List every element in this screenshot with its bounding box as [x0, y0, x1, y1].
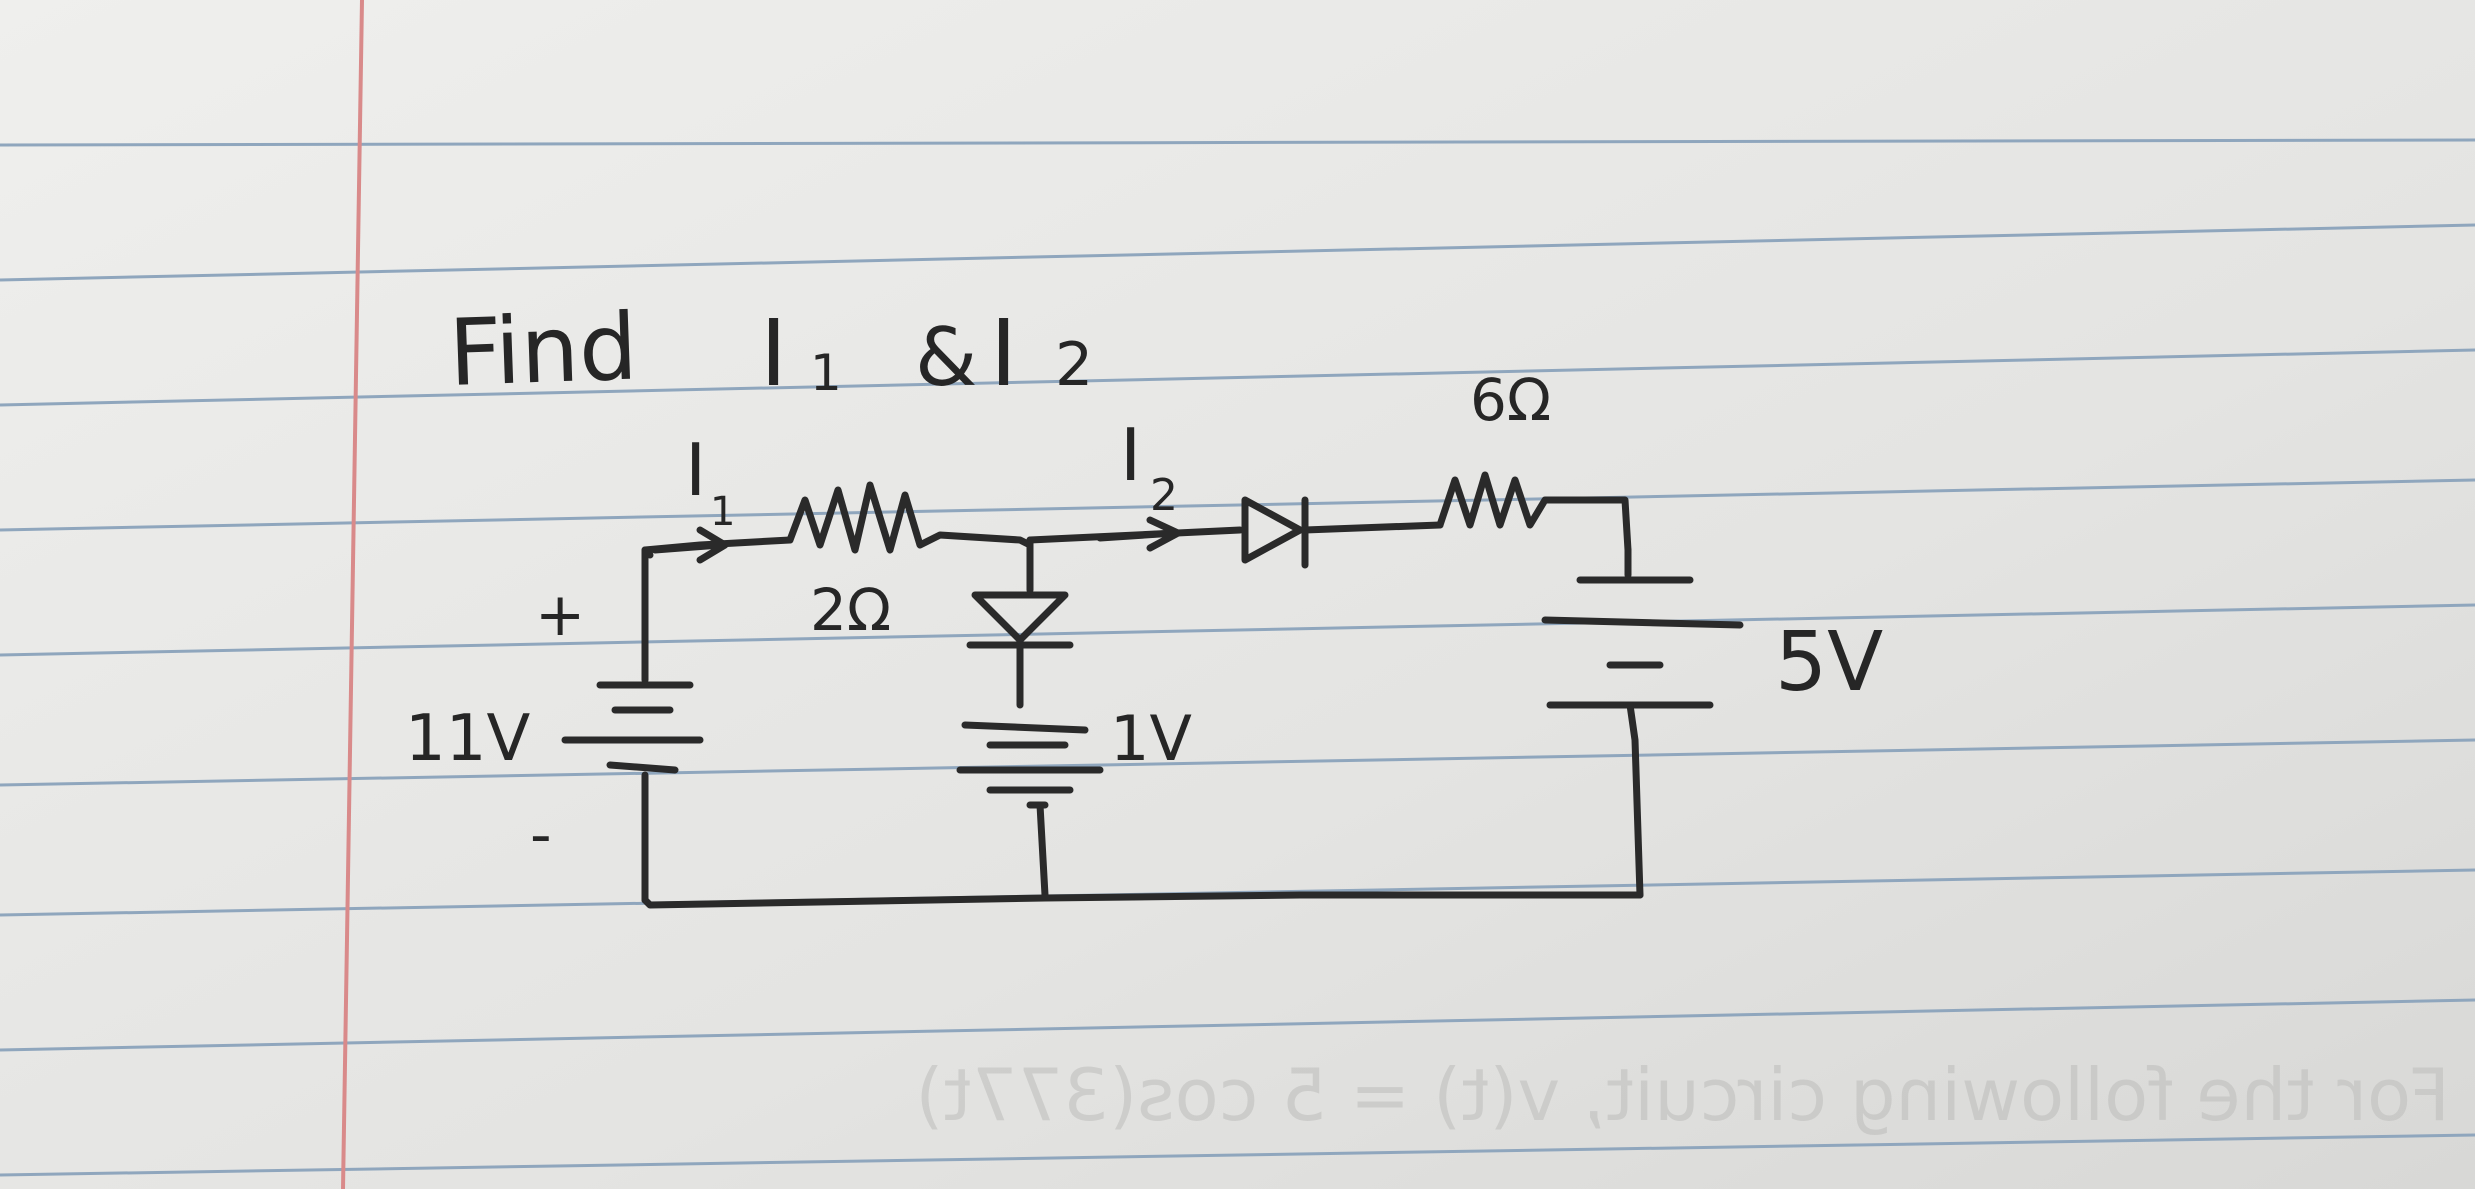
- label-resistor-2ohm: 2Ω: [810, 576, 891, 644]
- arrow-i1: [651, 526, 729, 564]
- arrow-i2: [1096, 516, 1182, 552]
- title-current-2-sub: 2: [1055, 330, 1093, 400]
- title-current-1: I: [760, 300, 787, 407]
- bleed-through-text: For the following circuit, v(t) = 5 cos(…: [915, 1053, 2450, 1137]
- label-5v: 5V: [1775, 615, 1883, 710]
- battery-5v-plates: [1541, 576, 1744, 709]
- wire-bottom-return: [641, 891, 1644, 909]
- battery-11v-plates: [561, 681, 704, 774]
- title-prompt: Find: [447, 293, 639, 407]
- label-1v: 1V: [1110, 702, 1192, 775]
- resistor-2ohm: [786, 481, 1034, 554]
- title-current-1-sub: 1: [810, 344, 842, 402]
- circuit: [561, 471, 1744, 909]
- wire-to-6ohm: [1301, 521, 1444, 534]
- title-current-2: I: [990, 300, 1017, 407]
- resistor-6ohm: [1436, 471, 1632, 554]
- label-resistor-6ohm: 6Ω: [1470, 366, 1551, 434]
- label-i1: I: [685, 428, 706, 512]
- wire-right-bottom: [1626, 701, 1644, 899]
- battery-1v-plates: [956, 721, 1104, 809]
- label-plus: +: [535, 580, 585, 650]
- margin-line: [341, 0, 364, 1189]
- label-i1-sub: 1: [710, 489, 735, 535]
- problem-title: Find I 1 & I 2: [447, 293, 1093, 407]
- wire-middle-bottom: [1036, 801, 1049, 899]
- label-i2-sub: 2: [1150, 470, 1178, 521]
- label-i2: I: [1120, 413, 1141, 497]
- title-ampersand: &: [915, 311, 977, 404]
- ruled-lines: [0, 138, 2475, 1177]
- circuit-labels: I 1 I 2 2Ω 6Ω + 11V - 1V 5V: [405, 366, 1883, 870]
- label-11v: 11V: [405, 702, 530, 776]
- label-minus: -: [530, 800, 552, 870]
